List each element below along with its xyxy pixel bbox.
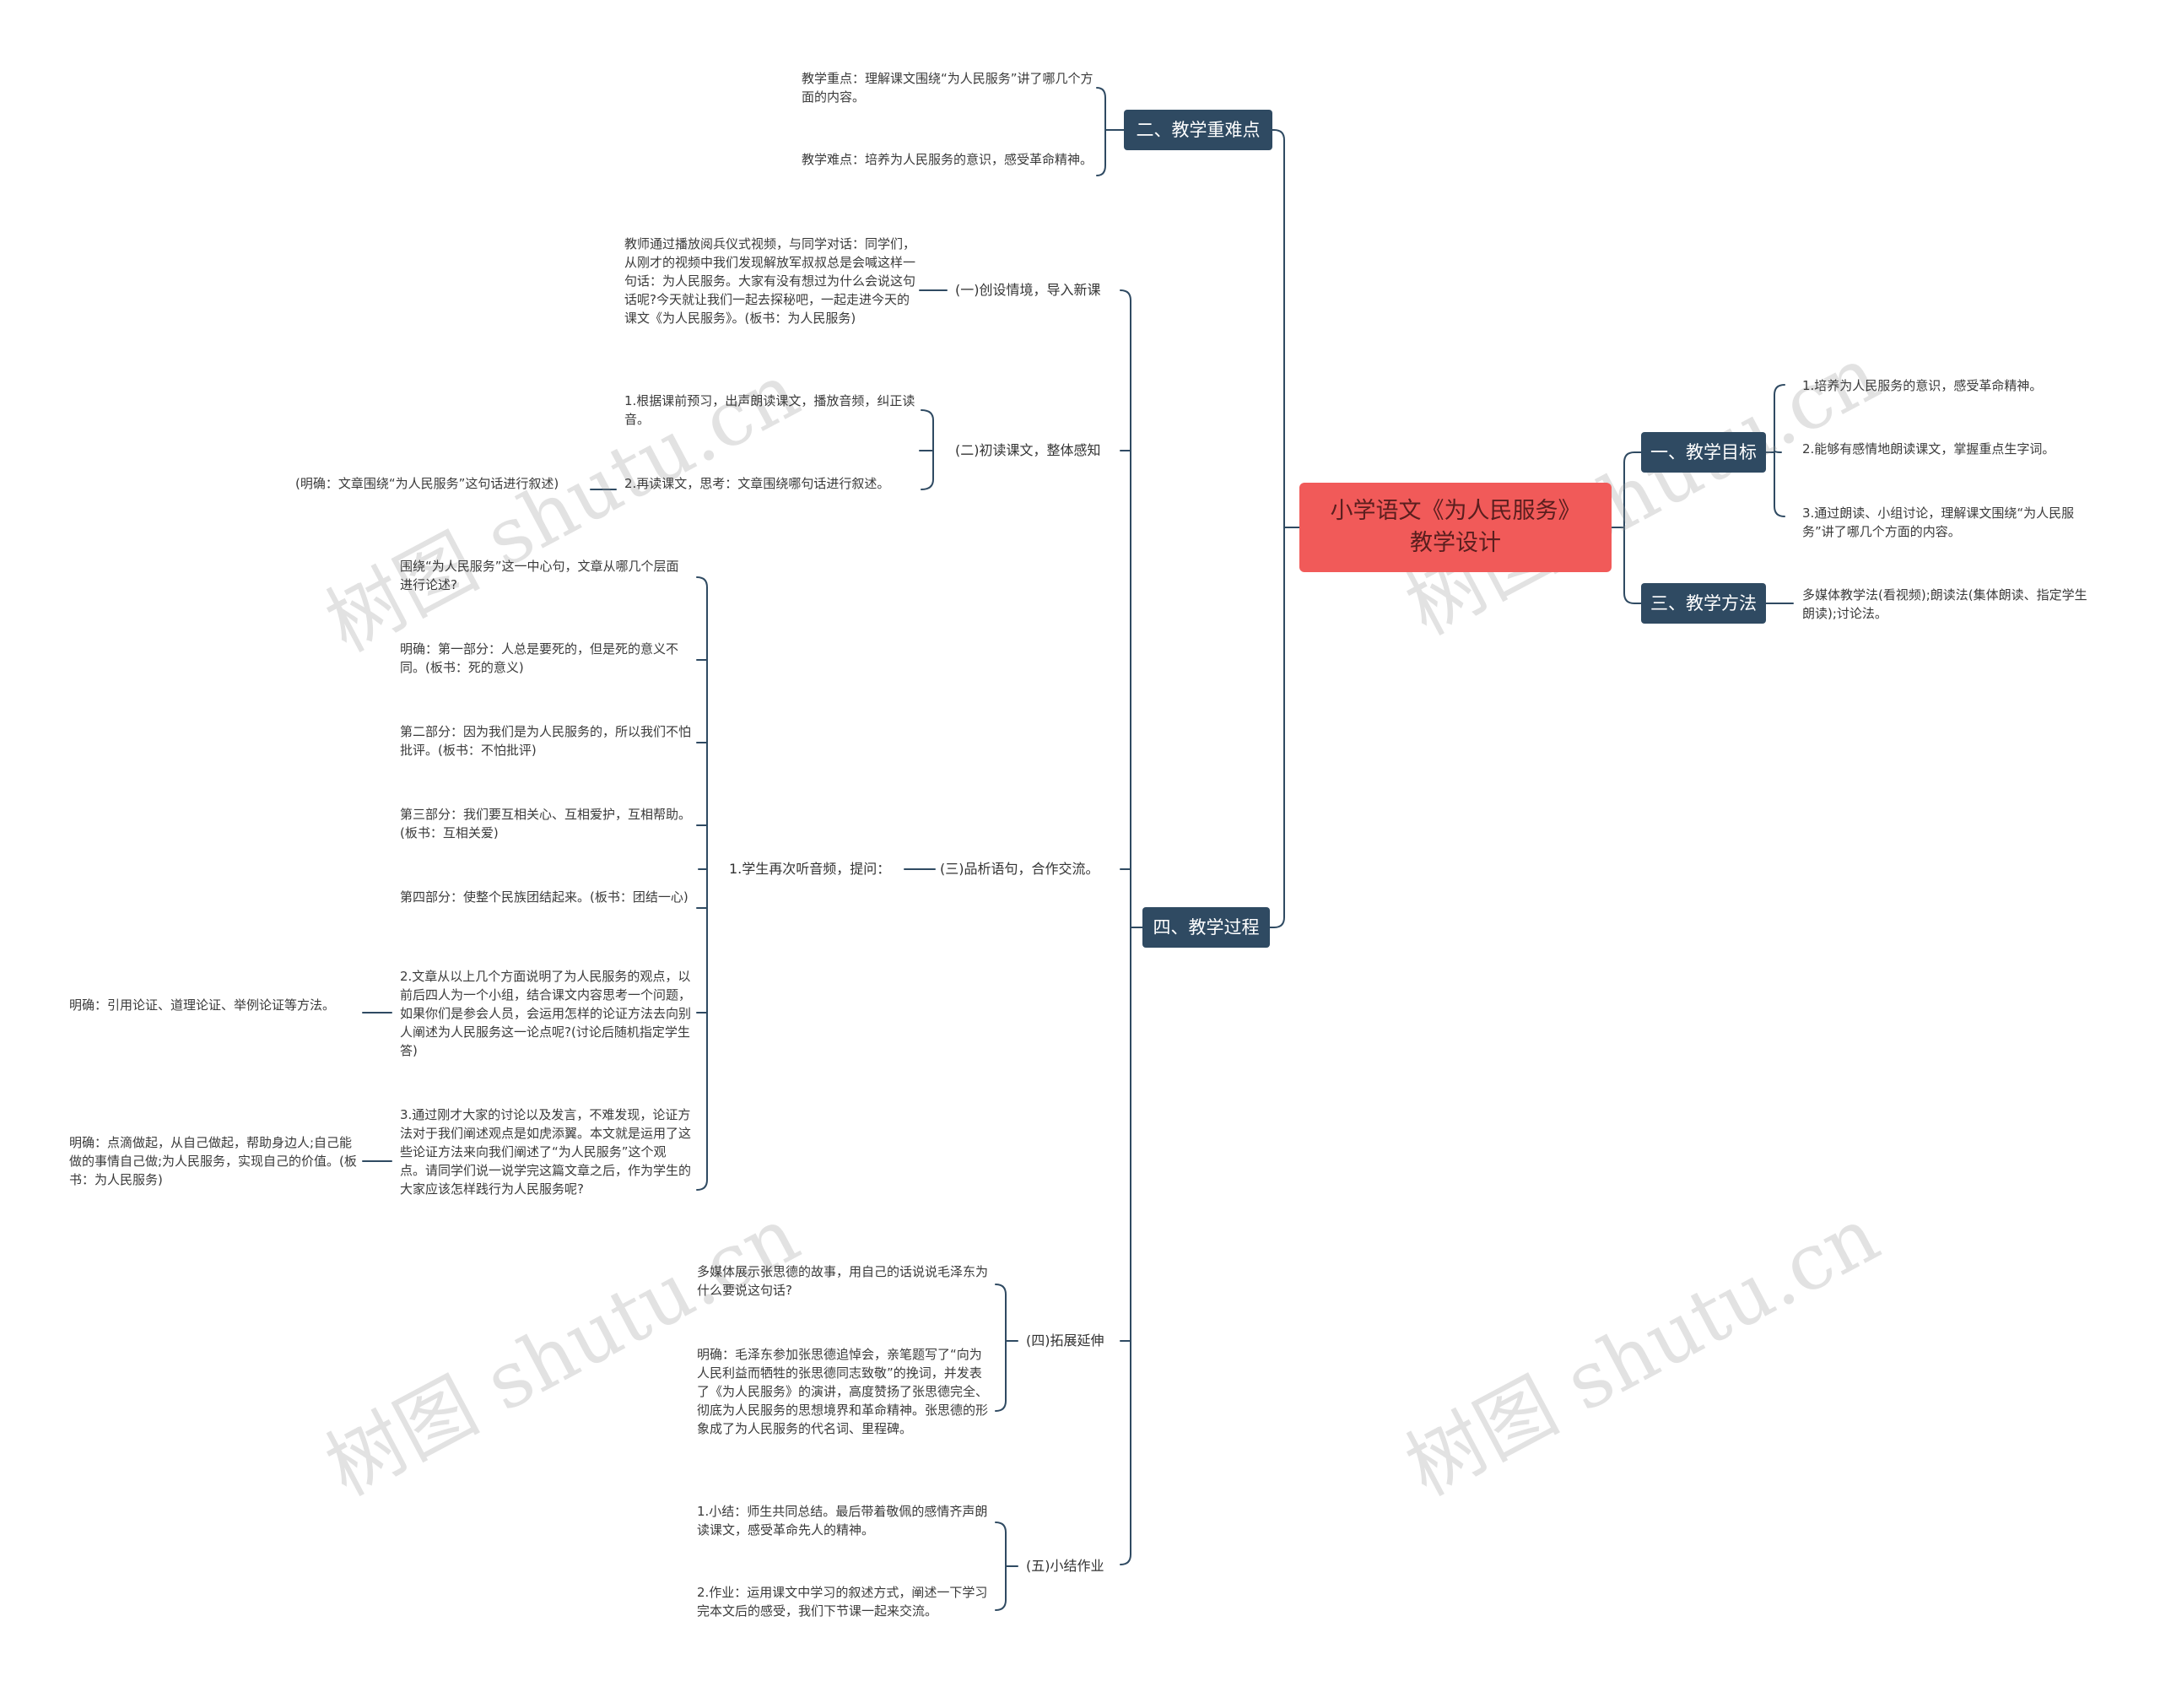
key-point-item-1: 教学重点：理解课文围绕“为人民服务”讲了哪几个方面的内容。 [802,71,1094,105]
process-step-3-sub-1: 1.学生再次听音频，提问： [729,861,891,877]
process-step-3-sub-3: 3.通过刚才大家的讨论以及发言，不难发现，论证方法对于我们阐述观点是如虎添翼。本… [400,1107,692,1197]
goal-item-1: 1.培养为人民服务的意识，感受革命精神。 [1802,378,2043,393]
process-step-3-point-5: 第四部分：使整个民族团结起来。(板书：团结一心) [400,889,688,905]
process-step-2-item-2-answer: (明确：文章围绕“为人民服务”这句话进行叙述) [295,476,559,491]
root-title-line1: 小学语文《为人民服务》 [1330,498,1581,524]
process-step-3-point-2: 明确：第一部分：人总是要死的，但是死的意义不同。(板书：死的意义) [400,641,679,675]
process-step-2-item-1: 1.根据课前预习，出声朗读课文，播放音频，纠正读音。 [624,393,915,427]
goal-item-3: 3.通过朗读、小组讨论，理解课文围绕“为人民服务”讲了哪几个方面的内容。 [1802,505,2075,539]
process-step-3-label[interactable]: (三)品析语句，合作交流。 [940,861,1099,877]
process-step-4-label[interactable]: (四)拓展延伸 [1026,1332,1104,1349]
process-step-3-sub-2-answer: 明确：引用论证、道理论证、举例论证等方法。 [69,997,336,1013]
process-step-3-point-3: 第二部分：因为我们是为人民服务的，所以我们不怕批评。(板书：不怕批评) [400,724,692,758]
goal-item-2: 2.能够有感情地朗读课文，掌握重点生字词。 [1802,441,2055,457]
root-node[interactable]: 小学语文《为人民服务》 教学设计 [1299,483,1612,572]
branch-process[interactable]: 四、教学过程 [1142,907,1270,948]
process-step-5-item-2: 2.作业：运用课文中学习的叙述方式，阐述一下学习完本文后的感受，我们下节课一起来… [697,1585,988,1619]
process-step-3-point-1: 围绕“为人民服务”这一中心句，文章从哪几个层面进行论述? [400,559,679,592]
root-title-line2: 教学设计 [1410,530,1501,556]
process-step-5-item-1: 1.小结：师生共同总结。最后带着敬佩的感情齐声朗读课文，感受革命先人的精神。 [697,1504,988,1538]
key-point-item-2: 教学难点：培养为人民服务的意识，感受革命精神。 [802,152,1094,167]
process-step-2-item-2: 2.再读课文，思考：文章围绕哪句话进行叙述。 [624,476,890,491]
process-step-1-label[interactable]: (一)创设情境，导入新课 [955,282,1101,298]
process-step-3-sub-2: 2.文章从以上几个方面说明了为人民服务的观点，以前后四人为一个小组，结合课文内容… [400,969,692,1058]
process-step-4-item-1: 多媒体展示张思德的故事，用自己的话说说毛泽东为什么要说这句话? [697,1264,989,1298]
process-step-4-item-2: 明确：毛泽东参加张思德追悼会，亲笔题写了“向为人民利益而牺牲的张思德同志致敬”的… [697,1347,989,1436]
methods-item: 多媒体教学法(看视频);朗读法(集体朗读、指定学生朗读);讨论法。 [1802,587,2087,621]
process-step-5-label[interactable]: (五)小结作业 [1026,1558,1104,1574]
process-step-3-sub-3-answer: 明确：点滴做起，从自己做起，帮助身边人;自己能做的事情自己做;为人民服务，实现自… [69,1135,357,1187]
process-step-3-point-4: 第三部分：我们要互相关心、互相爱护，互相帮助。(板书：互相关爱) [400,807,692,840]
branch-key-points[interactable]: 二、教学重难点 [1124,110,1272,150]
branch-methods[interactable]: 三、教学方法 [1641,583,1766,624]
process-step-1-text: 教师通过播放阅兵仪式视频，与同学对话：同学们，从刚才的视频中我们发现解放军叔叔总… [624,236,916,326]
process-step-2-label[interactable]: (二)初读课文，整体感知 [955,442,1101,458]
branch-goals[interactable]: 一、教学目标 [1641,432,1766,473]
